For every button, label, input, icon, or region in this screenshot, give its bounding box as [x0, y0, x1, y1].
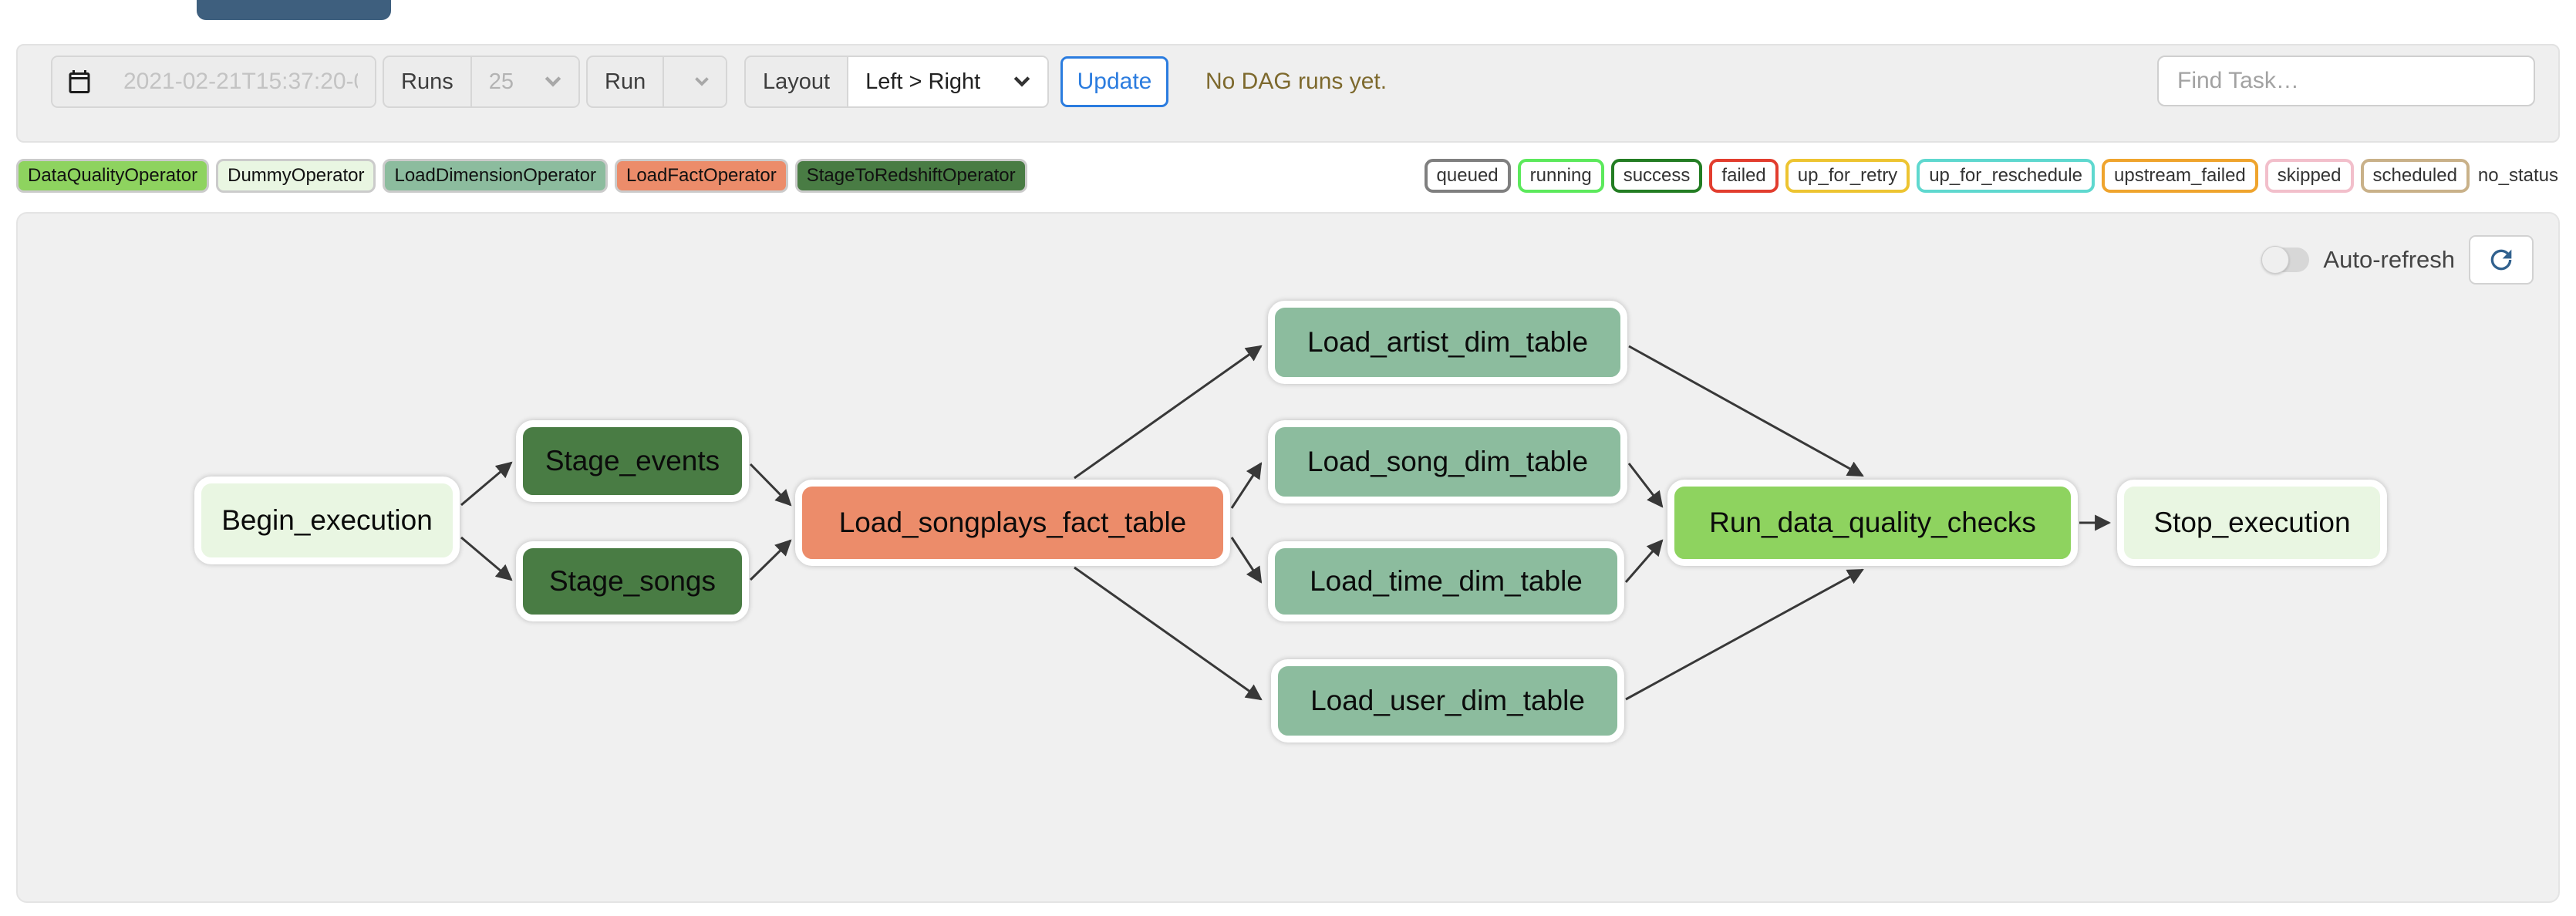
graph-view-tab[interactable] [197, 0, 391, 20]
edge-time-to-run_dq [1624, 539, 1664, 583]
operator-badge: StageToRedshiftOperator [794, 159, 1027, 193]
state-badge: scheduled [2360, 159, 2470, 193]
state-badge: no_status [2477, 165, 2558, 186]
auto-refresh-label: Auto-refresh [2323, 246, 2455, 273]
layout-select[interactable]: Left > Right [847, 57, 1048, 106]
state-badge: up_for_reschedule [1917, 159, 2095, 193]
edge-artist-to-run_dq [1628, 345, 1864, 477]
find-task-input[interactable] [2157, 56, 2535, 106]
edge-begin-to-stage_events [460, 461, 513, 507]
operator-badge: DataQualityOperator [16, 159, 210, 193]
edge-songplays-to-artist [1074, 345, 1263, 480]
state-badge: skipped [2264, 159, 2354, 193]
edge-user-to-run_dq [1625, 568, 1864, 701]
run-select[interactable] [663, 57, 727, 106]
operator-badge: LoadFactOperator [614, 159, 788, 193]
task-node-stage_events[interactable]: Stage_events [516, 420, 749, 502]
operator-badge: DummyOperator [216, 159, 376, 193]
layout-label: Layout [763, 69, 831, 94]
auto-refresh-toggle[interactable] [2261, 246, 2310, 274]
task-node-time[interactable]: Load_time_dim_table [1268, 541, 1624, 621]
edge-songplays-to-time [1230, 537, 1263, 584]
refresh-controls: Auto-refresh [2261, 235, 2534, 285]
layout-select-value: Left > Right [865, 69, 981, 94]
graph-panel: Auto-refresh Begin_execution Stage_events… [16, 212, 2560, 903]
state-badge: up_for_retry [1785, 159, 1910, 193]
edge-stage_events-to-songplays [749, 463, 792, 507]
edge-stage_songs-to-songplays [749, 539, 792, 581]
toggle-knob [2261, 246, 2290, 274]
task-node-begin[interactable]: Begin_execution [194, 477, 460, 564]
runs-select-value: 25 [488, 69, 514, 94]
execution-date-input[interactable] [106, 57, 375, 106]
chevron-down-icon [545, 76, 561, 87]
edge-song-to-run_dq [1627, 463, 1664, 508]
calendar-button[interactable] [52, 57, 106, 106]
edge-songplays-to-song [1230, 462, 1263, 509]
task-node-artist[interactable]: Load_artist_dim_table [1268, 301, 1627, 384]
chevron-down-icon [1013, 76, 1030, 87]
state-badge: upstream_failed [2102, 159, 2258, 193]
task-node-stop[interactable]: Stop_execution [2117, 480, 2387, 566]
task-node-songplays[interactable]: Load_songplays_fact_table [795, 480, 1230, 566]
execution-date-group [51, 56, 376, 108]
layout-group: Layout Left > Right [744, 56, 1050, 108]
task-node-stage_songs[interactable]: Stage_songs [516, 541, 749, 621]
state-badge: running [1517, 159, 1604, 193]
edge-begin-to-stage_songs [460, 536, 513, 581]
runs-label: Runs [401, 69, 453, 94]
runs-select[interactable]: 25 [470, 57, 578, 106]
task-node-song[interactable]: Load_song_dim_table [1268, 420, 1627, 503]
state-badge: queued [1424, 159, 1511, 193]
dag-toolbar: Runs 25 Run Layout Left > Right Update N… [16, 44, 2560, 143]
state-badge: failed [1709, 159, 1779, 193]
task-node-run_dq[interactable]: Run_data_quality_checks [1667, 480, 2078, 566]
update-button[interactable]: Update [1060, 56, 1168, 107]
chevron-down-icon [695, 77, 710, 86]
dag-runs-status-message: No DAG runs yet. [1205, 69, 1387, 94]
task-node-user[interactable]: Load_user_dim_table [1271, 659, 1624, 743]
operator-badge: LoadDimensionOperator [383, 159, 608, 193]
dag-edges [460, 345, 2112, 701]
run-group: Run [586, 56, 728, 108]
runs-group: Runs 25 [383, 56, 580, 108]
refresh-button[interactable] [2469, 235, 2534, 285]
state-badge: success [1610, 159, 1703, 193]
run-label: Run [605, 69, 646, 94]
edge-songplays-to-user [1074, 566, 1263, 701]
calendar-icon [69, 70, 90, 93]
